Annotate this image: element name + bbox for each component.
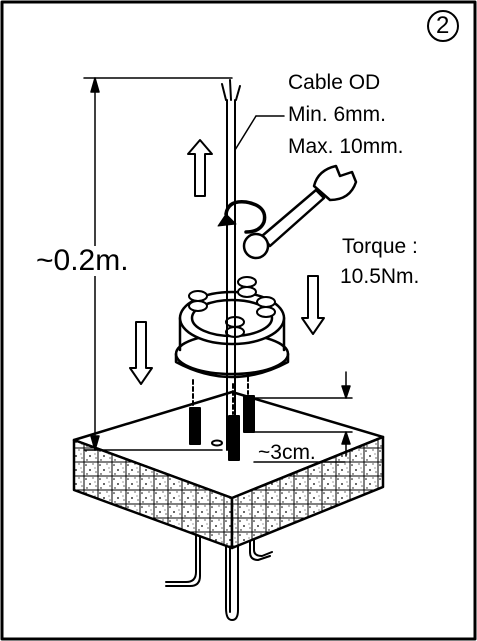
- torque-value: 10.5Nm.: [340, 265, 420, 288]
- up-arrow-icon: [187, 139, 213, 197]
- cable: [221, 79, 285, 451]
- down-arrow-icons: [129, 275, 325, 385]
- cable-min-label: Min. 6mm.: [288, 103, 387, 126]
- rotation-arrow: [224, 200, 267, 234]
- rebars: [165, 526, 273, 621]
- depth-label: ~3cm.: [258, 441, 316, 464]
- step-number: 2: [436, 12, 450, 39]
- depth-dimension: [253, 371, 353, 463]
- step-number-circle: [427, 10, 459, 42]
- height-label: ~0.2m.: [36, 244, 129, 277]
- wrench-icon: [242, 164, 358, 260]
- cable-max-label: Max. 10mm.: [288, 135, 404, 158]
- cable-od-label: Cable OD: [288, 71, 381, 94]
- torque-label: Torque :: [342, 235, 418, 258]
